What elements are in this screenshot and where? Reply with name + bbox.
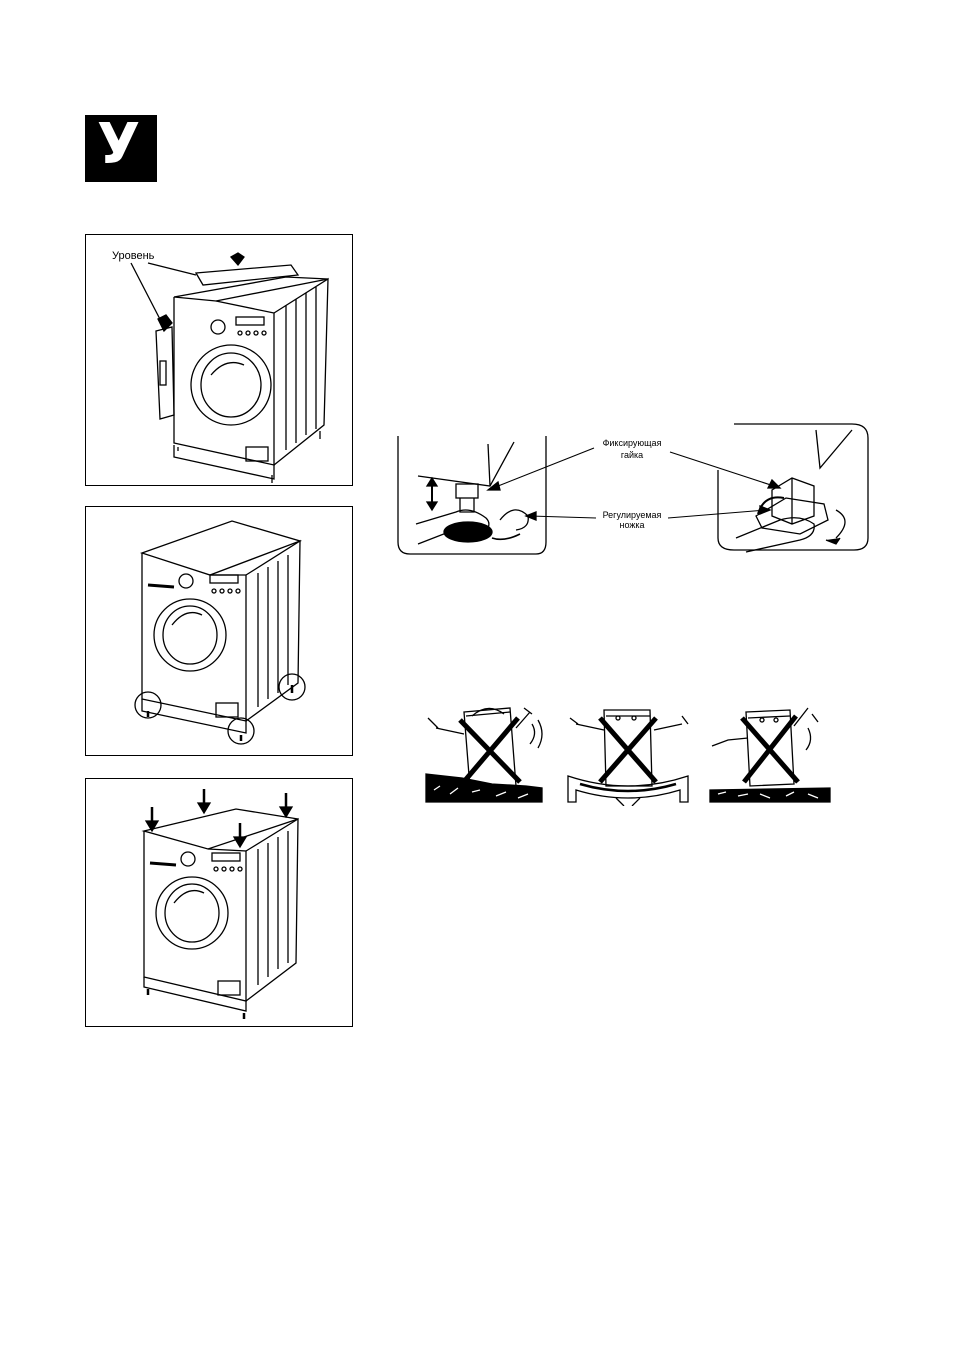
- uneven-floor-warning: [426, 708, 542, 802]
- section-letter-tab: У: [85, 115, 157, 182]
- level-label: Уровень: [112, 250, 155, 262]
- press-corners-illustration: [85, 778, 353, 1027]
- debris-floor-warning: [710, 708, 830, 802]
- improper-surfaces-illustration: [420, 694, 834, 806]
- adjustable-foot-label-line2: ножка: [619, 520, 644, 530]
- adjustable-feet-illustration: [85, 506, 353, 756]
- lock-nut-label-line2: гайка: [621, 450, 643, 460]
- feet-adjustment-diagram: Фиксирующая гайка Регулируемая ножка: [396, 420, 870, 556]
- level-check-illustration: Уровень: [85, 234, 353, 486]
- sagging-floor-warning: [568, 710, 688, 806]
- lock-nut-label-line1: Фиксирующая: [603, 438, 662, 448]
- adjustable-foot-label-line1: Регулируемая: [603, 510, 662, 520]
